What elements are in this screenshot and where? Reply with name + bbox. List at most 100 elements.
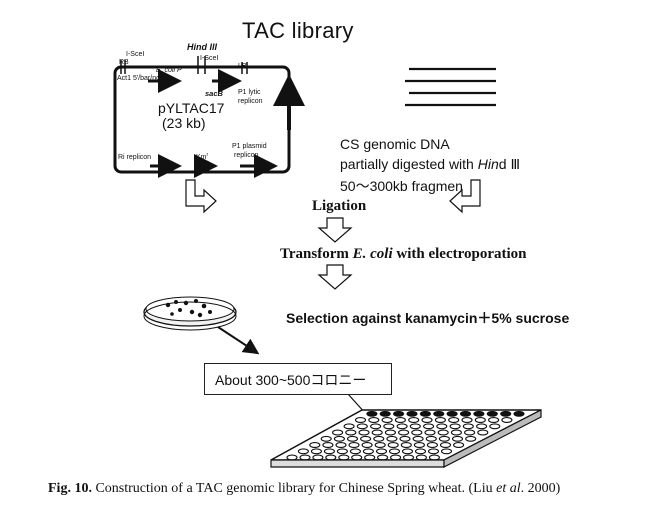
plate-well <box>286 454 298 461</box>
plasmid-size: (23 kb) <box>162 115 206 131</box>
plate-well <box>437 429 449 436</box>
plasmid-name: pYLTAC17 <box>158 100 225 116</box>
label-lb: LB <box>238 63 247 70</box>
plate-well <box>386 435 398 442</box>
plate-well <box>449 423 461 430</box>
plate-well <box>500 410 512 417</box>
plate-well <box>398 429 410 436</box>
plate-well <box>474 417 486 423</box>
plate-well <box>486 410 498 417</box>
plate-well <box>345 429 357 436</box>
plate-well <box>393 410 405 417</box>
colony-dot <box>178 308 182 312</box>
plate-well <box>476 423 488 430</box>
plate-well <box>450 429 462 436</box>
plate-well <box>401 448 414 455</box>
plate-well <box>310 448 322 455</box>
colony-dot <box>170 312 174 316</box>
plate-well <box>370 423 382 430</box>
plate-well <box>384 429 396 436</box>
plate-well <box>488 417 500 423</box>
plate-well <box>439 442 452 448</box>
dna-description-line2: partially digested with Hind Ⅲ <box>340 156 521 172</box>
plate-well <box>446 410 458 417</box>
plate-well <box>322 442 334 448</box>
colony-dot <box>201 303 207 309</box>
plate-well <box>424 429 436 436</box>
plate-well <box>473 410 485 417</box>
label-replicon-1: replicon <box>238 98 263 105</box>
label-sacb: sacB <box>205 89 224 98</box>
plate-well <box>368 417 380 423</box>
plate-well <box>413 442 425 448</box>
colony-dot <box>174 300 178 304</box>
plate-well <box>338 454 350 461</box>
plate-well <box>360 435 372 442</box>
plate-well <box>419 410 431 417</box>
hollow-arrow-down-icon <box>317 264 353 290</box>
plate-well <box>364 454 376 461</box>
plate-well <box>309 442 321 448</box>
label-rb: RB <box>119 59 129 66</box>
multiwell-plate <box>270 409 542 468</box>
plate-well <box>428 454 440 461</box>
plate-well <box>354 417 367 423</box>
colony-dot <box>197 312 203 318</box>
plate-well <box>433 410 445 417</box>
plate-well <box>381 417 393 423</box>
plate-well <box>440 448 453 455</box>
plate-well <box>408 417 420 423</box>
plate-well <box>399 435 411 442</box>
selection-step: Selection against kanamycin＋5% sucrose <box>286 310 570 326</box>
label-ecoli-p: E. coli P <box>156 67 182 74</box>
plate-well <box>409 423 421 430</box>
colony-dot <box>165 302 171 308</box>
plate-well <box>375 448 388 455</box>
label-act1: Act1 5'/bar/nos 3' <box>117 75 171 82</box>
plate-well <box>388 448 401 455</box>
label-p1-lytic: P1 lytic <box>238 89 261 96</box>
plate-well <box>351 454 363 461</box>
plate-well <box>411 429 423 436</box>
plate-well <box>394 417 406 423</box>
plate-well <box>348 442 360 448</box>
plate-well <box>412 435 424 442</box>
plate-well <box>489 423 501 430</box>
plate-well <box>358 429 370 436</box>
plate-well <box>336 448 348 455</box>
dna-description-line1: CS genomic DNA <box>340 136 450 152</box>
plate-well <box>332 429 344 436</box>
plate-well <box>501 417 513 423</box>
label-km: Kmr <box>196 152 209 161</box>
plate-well <box>373 435 385 442</box>
plate-well <box>379 410 391 417</box>
plate-well <box>459 410 472 417</box>
plate-well <box>361 442 373 448</box>
plate-well <box>414 448 427 455</box>
plate-well <box>434 417 446 423</box>
plate-well <box>371 429 383 436</box>
plate-well <box>421 417 433 423</box>
plate-well <box>349 448 361 455</box>
plate-well <box>513 410 525 417</box>
label-p1-plasmid: P1 plasmid <box>232 143 267 150</box>
plate-well <box>438 435 450 442</box>
plate-well <box>461 417 473 423</box>
plate-well <box>400 442 412 448</box>
plate-well <box>374 442 386 448</box>
plate-well <box>427 448 440 455</box>
plate-well <box>362 448 374 455</box>
plate-well <box>453 442 465 448</box>
hollow-arrow-down-right-icon <box>185 179 217 214</box>
plate-well <box>451 435 464 442</box>
colony-dot <box>189 309 195 315</box>
plate-well <box>425 435 437 442</box>
diagram-title: TAC library <box>242 18 354 43</box>
plate-well <box>390 454 402 461</box>
colony-dot <box>194 299 198 303</box>
dna-description-line3: 50〜300kb fragmen <box>340 178 463 194</box>
plate-well <box>396 423 408 430</box>
plate-well <box>464 429 476 436</box>
plate-well <box>477 429 489 436</box>
